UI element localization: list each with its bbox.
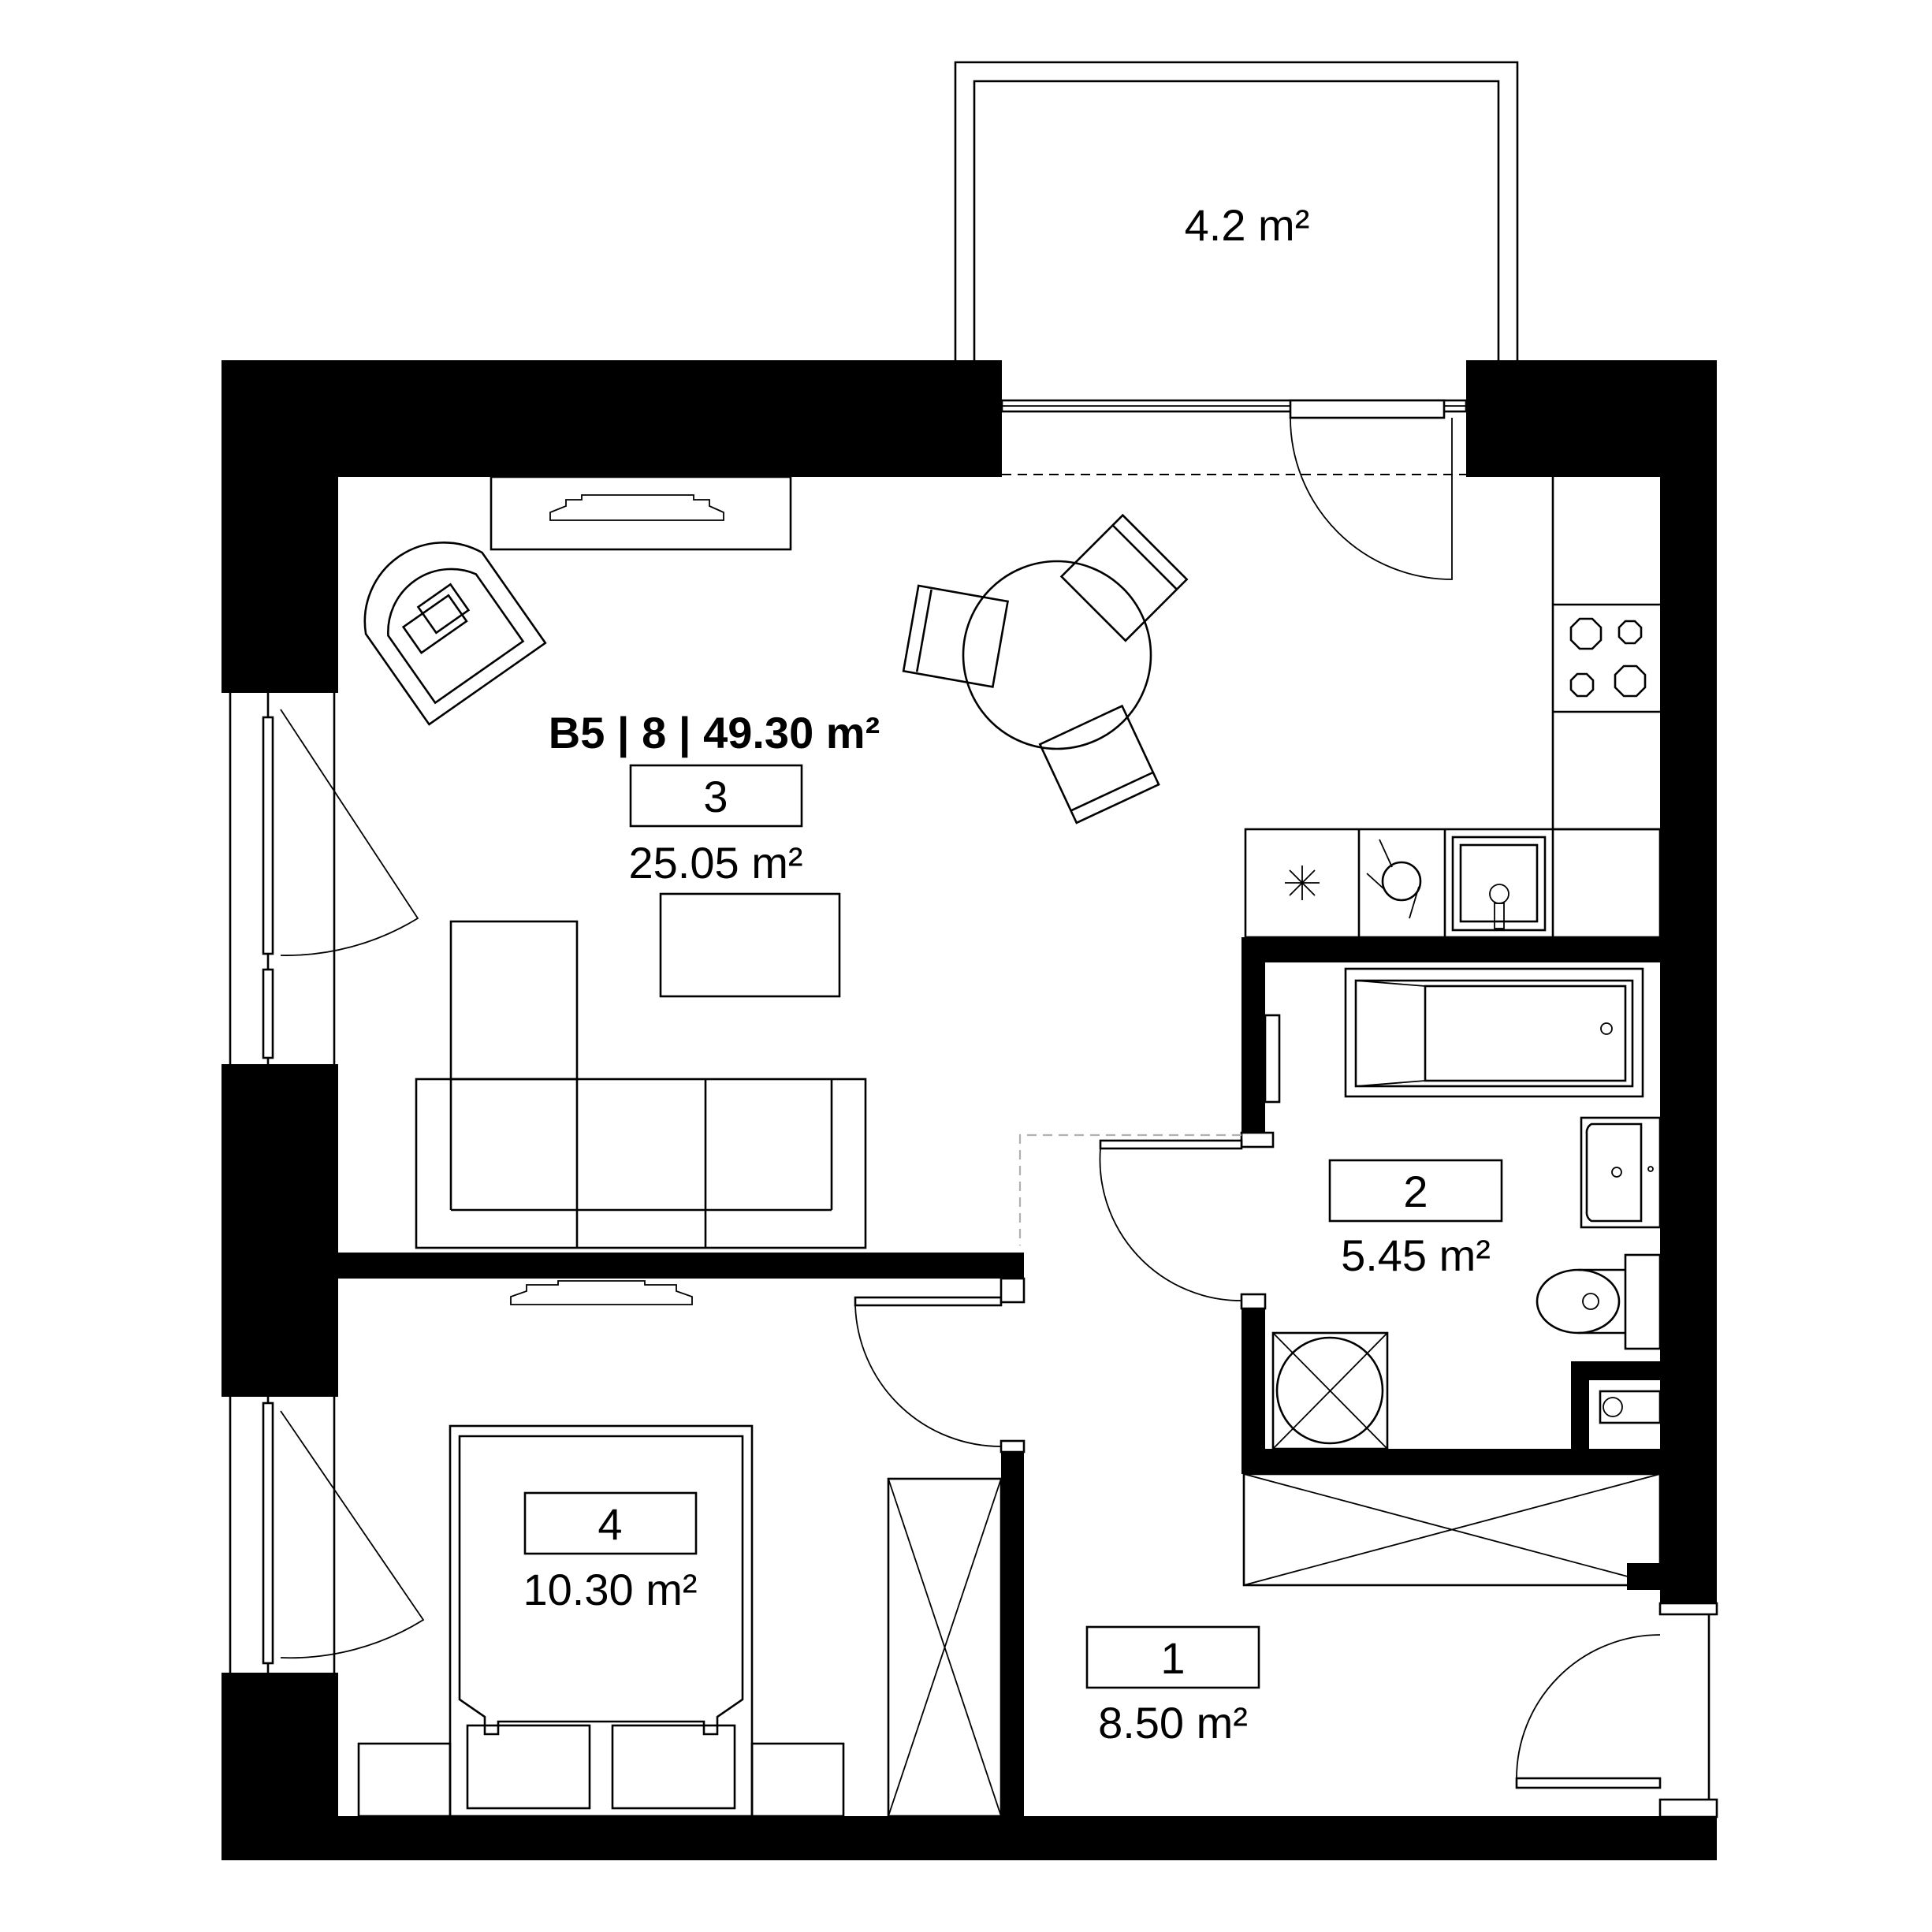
- sink-icon: [1451, 836, 1547, 932]
- window-lower: [229, 1397, 425, 1673]
- room-2-area: 5.45 m²: [1341, 1230, 1491, 1280]
- tv-bedroom: [510, 1280, 693, 1305]
- stove-icon: [1569, 617, 1647, 698]
- room-2-tag: [1328, 1159, 1503, 1223]
- door-swing-icon: [854, 1305, 1002, 1447]
- wall-bath-left-bottom: [1241, 1308, 1265, 1472]
- bed-icon: [449, 1424, 754, 1818]
- chair-icon: [1059, 513, 1189, 642]
- window-swing-icon: [280, 1410, 425, 1659]
- door-swing-icon: [1290, 417, 1453, 580]
- washing-machine-icon: [1271, 1331, 1389, 1450]
- pillow-icon: [611, 1724, 736, 1810]
- sofa-icon: [415, 920, 867, 1249]
- dishwasher-icon: [1285, 865, 1320, 900]
- chair-icon: [1038, 704, 1160, 825]
- wall-bath-top: [1241, 937, 1660, 962]
- room-2-number: 2: [1403, 1167, 1428, 1216]
- wall-bath-left-top: [1241, 937, 1265, 1141]
- wall-shaft-left: [1571, 1361, 1589, 1449]
- door-swing-icon: [1516, 1634, 1661, 1779]
- radiator-top: [490, 475, 792, 551]
- window-top: [552, 364, 686, 373]
- unit-label: B5 | 8 | 49.30 m²: [549, 708, 880, 758]
- window-swing-icon: [280, 709, 419, 956]
- wall-bedroom-hall: [1001, 1452, 1024, 1817]
- wall-left-top: [221, 360, 338, 693]
- washing-appliance-icon: [1366, 839, 1422, 919]
- wall-bottom: [221, 1816, 1717, 1860]
- nightstand-icon: [750, 1742, 845, 1818]
- walls: [221, 360, 1717, 1860]
- washbasin-icon: [1580, 1116, 1662, 1229]
- room-1-tag: [1085, 1625, 1260, 1689]
- wall-left-middle: [221, 1064, 338, 1397]
- door-swing-icon: [1099, 1148, 1242, 1301]
- shaft: [1599, 1390, 1662, 1424]
- tv-icon: [549, 494, 724, 521]
- toilet-icon: [1536, 1253, 1662, 1350]
- room-4-tag: [523, 1491, 698, 1555]
- entrance-door: [1515, 1602, 1718, 1818]
- wall-living-bedroom: [338, 1253, 1024, 1279]
- bathroom-door: [1018, 1131, 1275, 1310]
- wall-bath-bottom: [1241, 1449, 1660, 1474]
- balcony: 4.2 m²: [954, 61, 1519, 360]
- room-4-area: 10.30 m²: [523, 1565, 698, 1614]
- balcony-door: [1000, 399, 1468, 580]
- chair-icon: [902, 584, 1009, 688]
- dining-table-icon: [962, 560, 1152, 750]
- nightstand-icon: [357, 1742, 452, 1818]
- kitchen-counter: [1244, 477, 1662, 939]
- wall-top-left: [221, 360, 1002, 477]
- room-3-area: 25.05 m²: [629, 838, 803, 888]
- room-4-number: 4: [597, 1499, 622, 1549]
- radiator-bath: [1264, 1014, 1281, 1104]
- bedroom-door: [854, 1277, 1026, 1454]
- wall-right-upper: [1660, 360, 1717, 1603]
- room-3-number: 3: [703, 772, 728, 821]
- rug-icon: [659, 892, 841, 998]
- wall-right-lower: [1660, 1817, 1717, 1860]
- window-upper: [229, 693, 419, 1064]
- room-1-number: 1: [1160, 1633, 1185, 1683]
- hall-wardrobe: [1242, 1472, 1662, 1587]
- pillow-icon: [466, 1724, 591, 1810]
- bathtub-icon: [1344, 967, 1644, 1098]
- balcony-area: 4.2 m²: [1185, 200, 1310, 250]
- tv-icon: [510, 1280, 693, 1305]
- room-1-area: 8.50 m²: [1098, 1698, 1248, 1748]
- room-3-tag: [629, 764, 803, 828]
- armchair-icon: [363, 542, 547, 726]
- wardrobe-icon: [887, 1477, 1003, 1818]
